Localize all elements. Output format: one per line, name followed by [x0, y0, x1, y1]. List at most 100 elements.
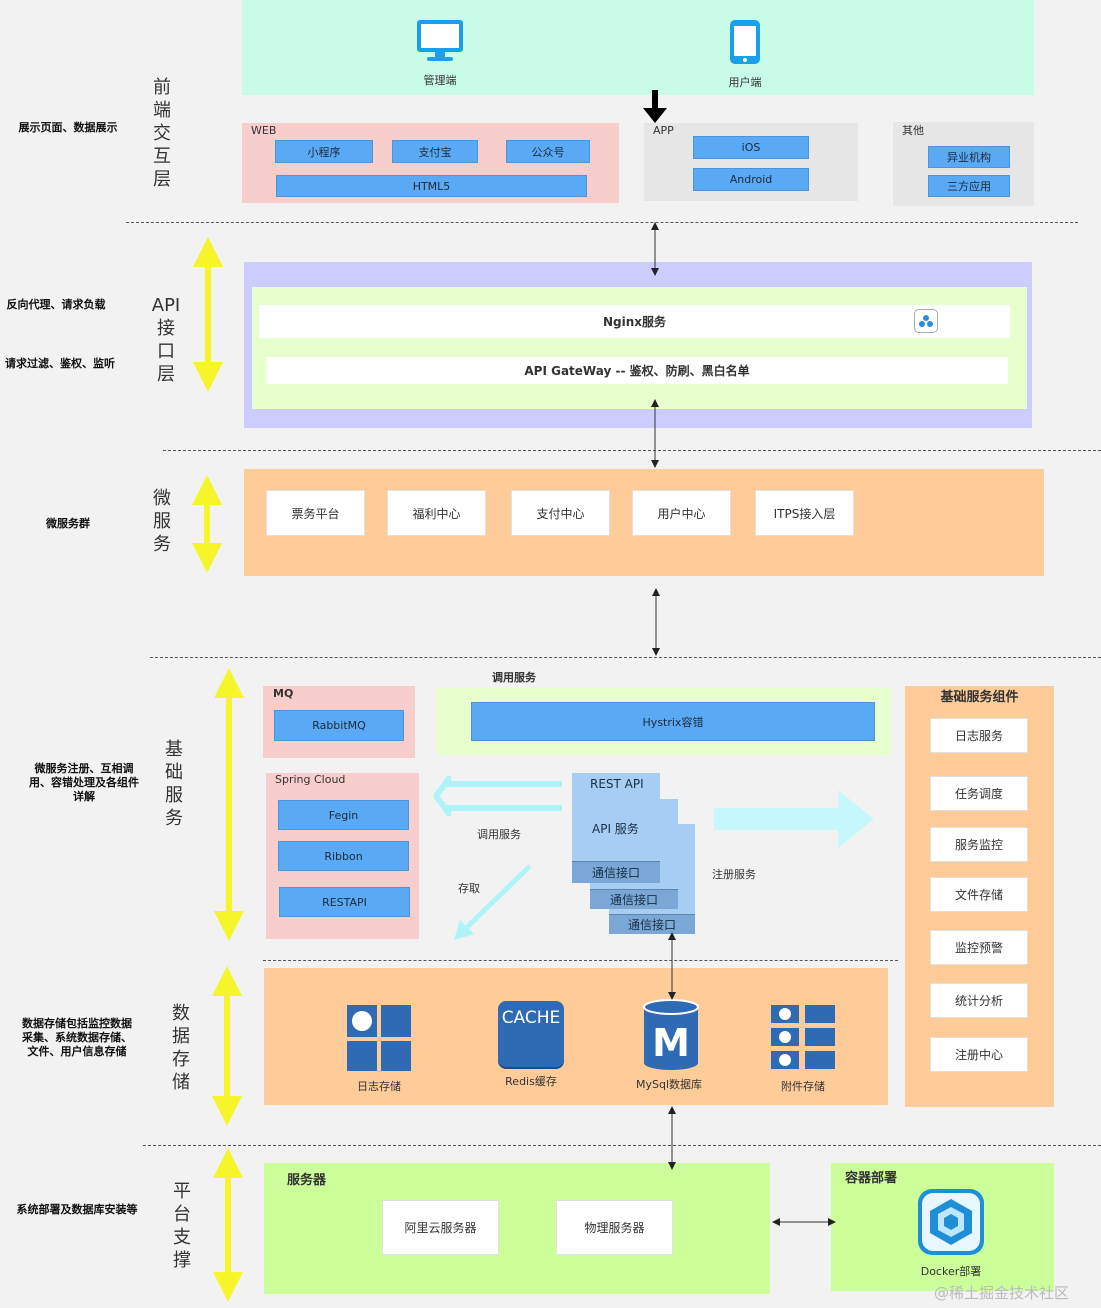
phone-icon — [730, 20, 760, 64]
base-side-text: 微服务注册、互相调用、容错处理及各组件详解 — [29, 762, 139, 803]
docker-cube-icon — [918, 1189, 984, 1255]
api-side-text-1: 反向代理、请求负载 — [6, 298, 106, 311]
aliyun-server[interactable]: 阿里云服务器 — [382, 1200, 499, 1255]
component-log[interactable]: 日志服务 — [930, 718, 1028, 753]
comm-3: 通信接口 — [609, 914, 695, 934]
app-item-ios[interactable]: iOS — [693, 136, 809, 159]
app-group: APP iOS Android — [644, 123, 858, 201]
log-storage[interactable]: 日志存储 — [342, 1003, 416, 1098]
mq-group: MQ RabbitMQ — [263, 686, 415, 758]
component-scheduler[interactable]: 任务调度 — [930, 776, 1028, 811]
web-label: WEB — [251, 124, 277, 137]
api-layer-title: API接口层 — [151, 295, 181, 385]
api-gateway[interactable]: API GateWay -- 鉴权、防刷、黑白名单 — [266, 357, 1008, 384]
redis-label: Redis缓存 — [505, 1075, 557, 1088]
service-ticket[interactable]: 票务平台 — [266, 490, 365, 536]
divider-4 — [263, 960, 898, 961]
down-arrow-icon — [643, 90, 667, 123]
frontend-side-text: 展示页面、数据展示 — [18, 121, 118, 134]
container-group: 容器部署 Docker部署 — [831, 1163, 1054, 1291]
comm-2: 通信接口 — [590, 889, 678, 909]
api-service-label: API 服务 — [592, 822, 639, 836]
component-monitor[interactable]: 服务监控 — [930, 827, 1028, 862]
servers-group: 服务器 阿里云服务器 物理服务器 — [264, 1163, 770, 1294]
components-title: 基础服务组件 — [940, 690, 1019, 705]
user-client-label: 用户端 — [728, 76, 762, 89]
right-arrow-icon — [714, 790, 874, 848]
api-side-text-2: 请求过滤、鉴权、监听 — [5, 357, 115, 370]
log-storage-label: 日志存储 — [357, 1080, 401, 1093]
storage-group: 日志存储 CACHE Redis缓存 M MySql数据库 附件存储 — [264, 968, 888, 1105]
spring-item-restapi[interactable]: RESTAPI — [279, 887, 410, 917]
components-group: 基础服务组件 日志服务 任务调度 服务监控 文件存储 监控预警 统计分析 注册中… — [905, 686, 1054, 1107]
other-item-partner[interactable]: 异业机构 — [928, 146, 1010, 168]
component-stats[interactable]: 统计分析 — [930, 983, 1028, 1018]
monitor-icon — [417, 20, 463, 61]
mysql-icon-letter: M — [652, 1021, 690, 1065]
cache-icon-text: CACHE — [501, 1008, 561, 1028]
api-card-1[interactable]: REST API API 服务 通信接口 — [572, 773, 660, 883]
other-group: 其他 异业机构 三方应用 — [893, 122, 1034, 206]
docker-label: Docker部署 — [920, 1265, 982, 1278]
mq-label: MQ — [273, 687, 294, 700]
platform-layer-title: 平台支撑 — [173, 1181, 191, 1271]
service-welfare[interactable]: 福利中心 — [387, 490, 486, 536]
docker[interactable]: Docker部署 — [911, 1187, 991, 1278]
web-item-alipay[interactable]: 支付宝 — [392, 140, 478, 163]
web-item-miniprogram[interactable]: 小程序 — [275, 140, 373, 163]
attachment-label: 附件存储 — [781, 1080, 825, 1093]
container-label: 容器部署 — [845, 1171, 898, 1186]
rabbitmq-button[interactable]: RabbitMQ — [274, 710, 404, 741]
mysql-label: MySql数据库 — [635, 1078, 703, 1091]
web-group: WEB 小程序 支付宝 公众号 HTML5 — [242, 123, 619, 203]
other-label: 其他 — [902, 124, 924, 137]
web-item-wechat[interactable]: 公众号 — [506, 140, 590, 163]
physical-server[interactable]: 物理服务器 — [556, 1200, 673, 1255]
database-icon: M — [643, 999, 699, 1070]
servers-label: 服务器 — [287, 1173, 327, 1188]
cache-icon: CACHE — [498, 1001, 564, 1067]
call-service-label-2: 调用服务 — [477, 828, 521, 841]
admin-client-label: 管理端 — [423, 74, 457, 87]
divider-2 — [163, 450, 1101, 451]
nginx-service-label: Nginx服务 — [602, 315, 667, 329]
app-item-android[interactable]: Android — [693, 168, 809, 191]
storage-layer-title: 数据存储 — [172, 1003, 190, 1093]
comm-1: 通信接口 — [572, 861, 660, 883]
attachment-storage[interactable]: 附件存储 — [768, 1003, 838, 1098]
micro-group: 票务平台 福利中心 支付中心 用户中心 ITPS接入层 — [244, 469, 1044, 576]
spring-cloud-group: Spring Cloud Fegin Ribbon RESTAPI — [266, 773, 419, 939]
call-service-label: 调用服务 — [492, 671, 536, 684]
service-itps[interactable]: ITPS接入层 — [755, 490, 854, 536]
access-label: 存取 — [458, 882, 480, 895]
app-label: APP — [653, 124, 674, 137]
admin-client[interactable]: 管理端 — [410, 18, 470, 88]
client-banner — [242, 0, 1034, 95]
user-client[interactable]: 用户端 — [715, 18, 775, 89]
service-payment[interactable]: 支付中心 — [511, 490, 610, 536]
other-item-thirdparty[interactable]: 三方应用 — [928, 175, 1010, 197]
storage-side-text: 数据存储包括监控数据采集、系统数据存储、文件、用户信息存储 — [22, 1017, 132, 1058]
left-arrow-icon — [434, 776, 562, 816]
micro-side-text: 微服务群 — [46, 517, 90, 530]
component-registry[interactable]: 注册中心 — [930, 1037, 1028, 1072]
service-user[interactable]: 用户中心 — [632, 490, 731, 536]
micro-layer-title: 微服务 — [153, 488, 171, 555]
attachment-storage-icon — [771, 1005, 835, 1069]
redis-cache[interactable]: CACHE Redis缓存 — [492, 1001, 570, 1096]
nginx-service[interactable]: Nginx服务 — [259, 305, 1010, 338]
platform-side-text: 系统部署及数据库安装等 — [16, 1203, 138, 1216]
spring-item-fegin[interactable]: Fegin — [278, 800, 409, 830]
component-alert[interactable]: 监控预警 — [930, 930, 1028, 965]
spring-item-ribbon[interactable]: Ribbon — [278, 841, 409, 871]
component-file[interactable]: 文件存储 — [930, 877, 1028, 912]
rest-api-label: REST API — [590, 777, 644, 791]
spring-cloud-label: Spring Cloud — [275, 773, 346, 786]
mysql-db[interactable]: M MySql数据库 — [634, 999, 708, 1096]
api-gateway-label: API GateWay -- 鉴权、防刷、黑白名单 — [524, 364, 750, 378]
web-item-html5[interactable]: HTML5 — [276, 175, 587, 197]
register-label: 注册服务 — [712, 868, 756, 881]
hystrix-button[interactable]: Hystrix容错 — [471, 702, 875, 741]
hystrix-group: Hystrix容错 — [436, 688, 891, 755]
